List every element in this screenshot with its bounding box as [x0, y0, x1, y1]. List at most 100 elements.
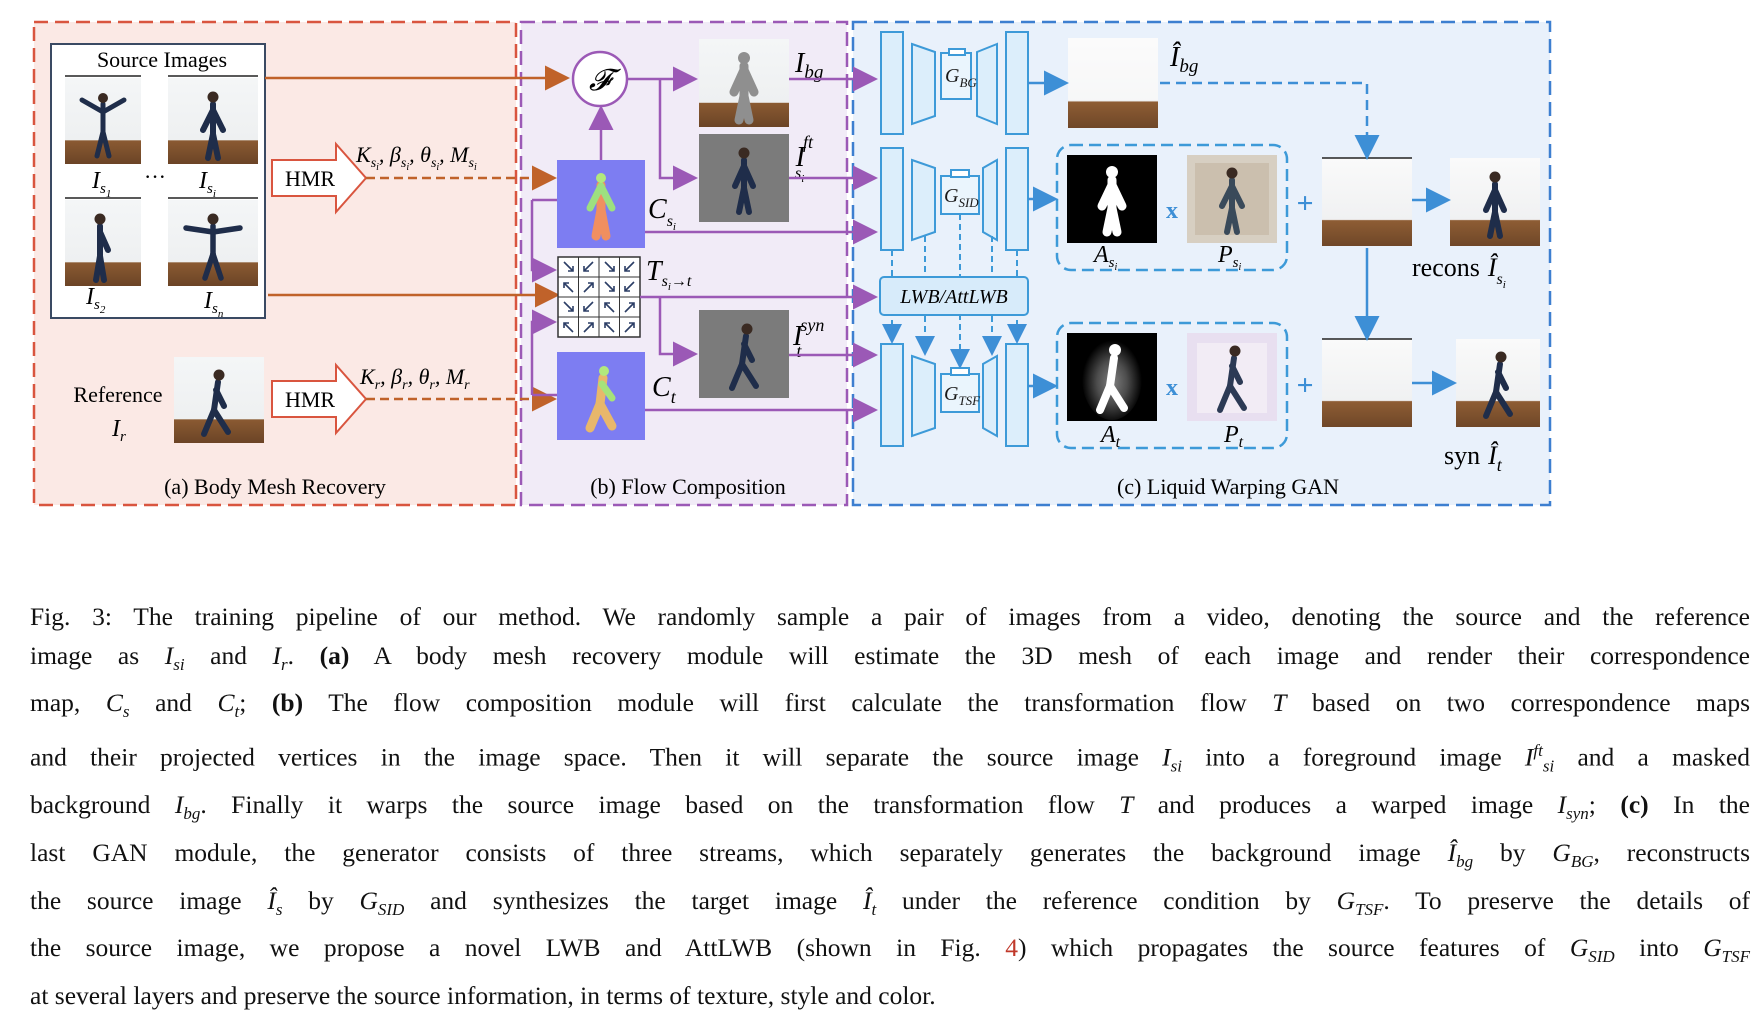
- times-symbol-source: x: [1166, 198, 1178, 224]
- G-TSF-label: GTSF: [944, 383, 981, 408]
- caption-segment: TSF: [1721, 947, 1750, 967]
- caption-line: at several layers and preserve the sourc…: [30, 977, 1750, 1016]
- synthesized-image: [1456, 339, 1540, 427]
- figure-caption: Fig. 3: The training pipeline of our met…: [30, 598, 1750, 1016]
- purple-arrows: [530, 66, 878, 423]
- caption-segment: by: [282, 885, 360, 915]
- source-image-s1: [65, 78, 141, 164]
- caption-segment: ;: [1588, 790, 1621, 820]
- label-I-s1: Is1: [91, 168, 111, 200]
- caption-segment: ft: [1533, 740, 1543, 760]
- panel-c-border: [851, 20, 1552, 507]
- bg-hat-copy-source: [1322, 157, 1412, 246]
- caption-segment: s: [275, 899, 283, 919]
- bg-hat-copy-target: [1322, 338, 1412, 427]
- caption-segment: G: [1703, 933, 1722, 963]
- caption-segment: and produces a warped image: [1133, 790, 1558, 820]
- caption-segment: Î: [862, 885, 872, 915]
- caption-segment: Î: [1447, 837, 1457, 867]
- caption-segment: I: [1557, 790, 1567, 820]
- color-map-target: [1187, 333, 1277, 421]
- caption-segment: image as: [30, 640, 165, 670]
- generator-sid: GSID: [880, 147, 1029, 251]
- caption-segment: (c): [1620, 790, 1649, 820]
- panel-c-label: (c) Liquid Warping GAN: [1117, 474, 1339, 499]
- caption-line: image as Isi and Ir. (a) A body mesh rec…: [30, 637, 1750, 685]
- generator-bg: GBG: [880, 31, 1029, 135]
- label-T: Tsi→t: [646, 256, 692, 293]
- caption-segment: under the reference condition by: [876, 885, 1337, 915]
- caption-segment: I: [174, 790, 184, 820]
- caption-segment: t: [234, 702, 240, 722]
- caption-segment: (a): [319, 640, 350, 670]
- label-I-bg-hat: Îbg: [1169, 42, 1198, 77]
- caption-segment: s: [122, 702, 130, 722]
- source-image-sn: [168, 200, 258, 286]
- G-SID-label: GSID: [944, 185, 979, 210]
- params-reference: Kr, βr, θr, Mr: [359, 364, 470, 393]
- label-A-t: At: [1099, 422, 1121, 451]
- G-BG-label: GBG: [945, 65, 977, 90]
- correspondence-map-source: [557, 160, 645, 248]
- caption-segment: into a foreground image: [1182, 742, 1525, 772]
- caption-segment: syn: [1566, 804, 1589, 824]
- bg-hat-image: [1068, 38, 1158, 128]
- reference-image: [174, 357, 264, 443]
- caption-segment: r: [281, 654, 288, 674]
- caption-segment: last GAN module, the generator consists …: [30, 837, 1448, 867]
- caption-segment: and their projected vertices in the imag…: [30, 742, 1163, 772]
- caption-segment: I: [1524, 742, 1534, 772]
- generator-tsf: GTSF: [880, 343, 1029, 447]
- caption-line: map, Cs and Ct; (b) The flow composition…: [30, 684, 1750, 732]
- caption-segment: C: [105, 688, 123, 718]
- caption-segment: by: [1473, 837, 1553, 867]
- caption-segment: t: [871, 899, 877, 919]
- plus-symbol-target: +: [1296, 369, 1313, 402]
- caption-line: last GAN module, the generator consists …: [30, 834, 1750, 882]
- caption-segment: at several layers and preserve the sourc…: [30, 980, 936, 1010]
- caption-segment: I: [164, 640, 174, 670]
- panel-b-border: [519, 20, 849, 507]
- caption-line: the source image, we propose a novel LWB…: [30, 929, 1750, 977]
- caption-segment: and synthesizes the target image: [404, 885, 863, 915]
- panel-a-border: [32, 20, 518, 507]
- caption-segment: G: [1569, 933, 1589, 963]
- caption-segment: G: [359, 885, 378, 915]
- source-image-s2: [65, 200, 141, 286]
- caption-segment: The flow composition module will first c…: [303, 688, 1273, 718]
- reference-symbol: Ir: [111, 416, 126, 445]
- hmr-block-reference: HMR: [271, 362, 368, 436]
- correspondence-map-target: [557, 352, 645, 440]
- caption-segment: 4: [1005, 933, 1018, 963]
- label-C-s: Csi: [648, 194, 676, 233]
- caption-segment: background: [30, 790, 175, 820]
- label-A-s: Asi: [1092, 242, 1118, 273]
- caption-segment: si: [173, 654, 185, 674]
- caption-segment: (b): [271, 688, 304, 718]
- caption-segment: map,: [30, 688, 106, 718]
- caption-segment: . To preserve the details of: [1383, 885, 1751, 915]
- caption-segment: ;: [239, 688, 272, 718]
- label-I-si: Isi: [198, 168, 216, 200]
- caption-segment: TSF: [1355, 899, 1384, 919]
- caption-segment: A body mesh recovery module will estimat…: [349, 640, 1750, 670]
- caption-segment: .: [287, 640, 320, 670]
- caption-segment: T: [1119, 790, 1134, 820]
- caption-segment: and: [184, 640, 273, 670]
- source-image-si: [168, 78, 258, 164]
- caption-segment: bg: [1456, 851, 1474, 871]
- label-I-sn: Isn: [203, 288, 224, 320]
- source-images-title: Source Images: [97, 47, 227, 72]
- caption-segment: C: [217, 688, 235, 718]
- caption-segment: si: [1170, 756, 1183, 776]
- caption-segment: In the: [1648, 790, 1750, 820]
- svg-text:HMR: HMR: [285, 387, 335, 412]
- panel-c-background: [853, 22, 1550, 505]
- caption-segment: I: [1162, 742, 1171, 772]
- panel-a-label: (a) Body Mesh Recovery: [164, 474, 386, 499]
- label-I-s2: Is2: [85, 284, 106, 316]
- plus-symbol-source: +: [1296, 187, 1313, 220]
- caption-segment: the source image, we propose a novel LWB…: [30, 933, 1006, 963]
